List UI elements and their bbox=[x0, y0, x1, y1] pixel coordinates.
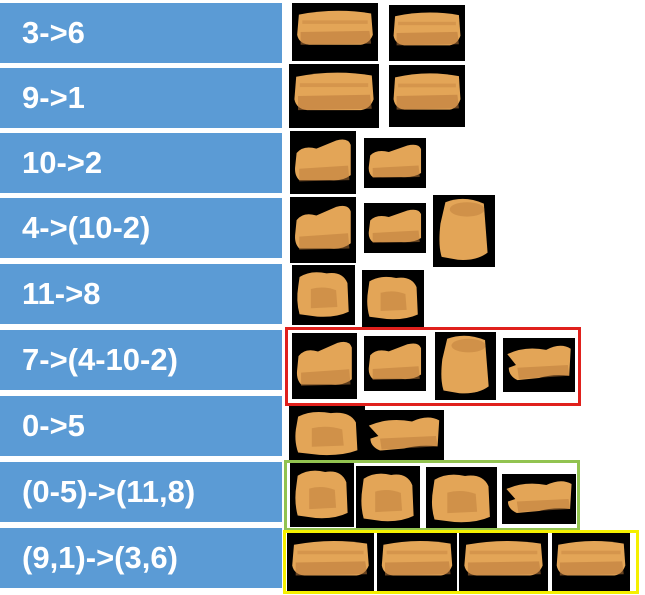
sofa-render-thumbnail bbox=[364, 410, 444, 462]
sofa-render-thumbnail bbox=[292, 333, 357, 399]
sofa-render-thumbnail bbox=[552, 533, 630, 592]
row-label-3: 4->(10-2) bbox=[0, 198, 282, 258]
row-label-8: (9,1)->(3,6) bbox=[0, 528, 282, 588]
sofa-render-thumbnail bbox=[356, 466, 420, 530]
sofa-render-thumbnail bbox=[292, 265, 355, 325]
sofa-render-thumbnail bbox=[290, 131, 356, 194]
row-label-7: (0-5)->(11,8) bbox=[0, 462, 282, 522]
highlight-box-green bbox=[284, 460, 580, 531]
highlight-box-yellow bbox=[283, 530, 639, 594]
sofa-render-thumbnail bbox=[364, 138, 426, 188]
sofa-render-thumbnail bbox=[433, 195, 495, 267]
sofa-render-thumbnail bbox=[287, 533, 374, 592]
sofa-render-thumbnail bbox=[292, 3, 378, 61]
row-label-2: 10->2 bbox=[0, 133, 282, 193]
sofa-render-thumbnail bbox=[362, 270, 424, 327]
row-label-1: 9->1 bbox=[0, 68, 282, 128]
sofa-render-thumbnail bbox=[364, 203, 426, 253]
sofa-render-thumbnail bbox=[459, 533, 548, 592]
sofa-render-thumbnail bbox=[503, 338, 575, 392]
row-label-5: 7->(4-10-2) bbox=[0, 330, 282, 390]
sofa-render-thumbnail bbox=[290, 463, 354, 527]
row-label-0: 3->6 bbox=[0, 3, 282, 63]
sofa-render-thumbnail bbox=[389, 5, 465, 61]
row-label-6: 0->5 bbox=[0, 396, 282, 456]
sofa-render-thumbnail bbox=[389, 65, 465, 127]
row-label-4: 11->8 bbox=[0, 264, 282, 324]
sofa-render-thumbnail bbox=[364, 336, 426, 391]
sofa-render-thumbnail bbox=[426, 467, 497, 531]
highlight-box-red bbox=[285, 327, 581, 406]
sofa-render-thumbnail bbox=[289, 64, 379, 128]
sofa-render-thumbnail bbox=[377, 533, 457, 592]
sofa-render-thumbnail bbox=[290, 197, 356, 263]
sofa-render-thumbnail bbox=[502, 474, 576, 524]
sofa-render-thumbnail bbox=[435, 332, 496, 400]
sofa-render-thumbnail bbox=[289, 405, 365, 463]
